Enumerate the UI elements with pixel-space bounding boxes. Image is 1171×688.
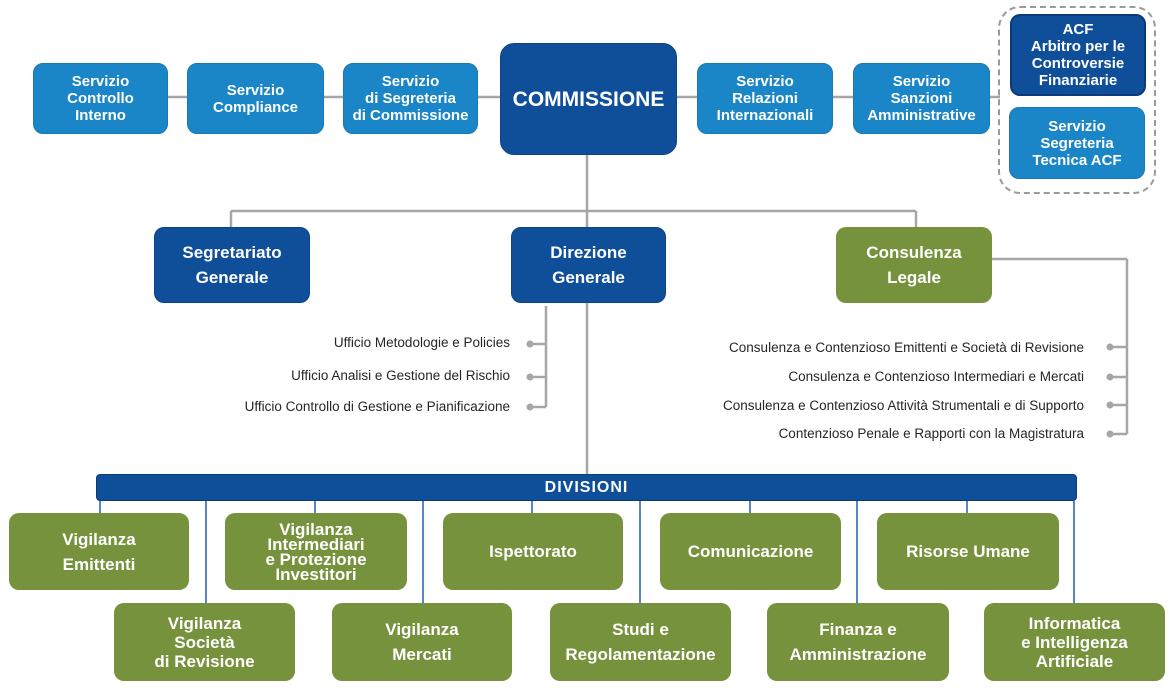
service-segreteria-commissione: Servizio di Segreteria di Commissione (343, 63, 478, 134)
office-metodologie: Ufficio Metodologie e Policies (333, 335, 510, 350)
service-segreteria-commissione-label: Servizio di Segreteria di Commissione (352, 73, 469, 124)
divisioni-bar: DIVISIONI (96, 474, 1077, 501)
division-risorse-umane: Risorse Umane (877, 513, 1059, 590)
division-vigilanza-emittenti: Vigilanza Emittenti (9, 513, 189, 590)
acf-secretariat-label: Servizio Segreteria Tecnica ACF (1032, 117, 1122, 169)
acf-label: ACF Arbitro per le Controversie Finanzia… (1030, 21, 1126, 89)
office-contenzioso-intermediari: Consulenza e Contenzioso Intermediari e … (788, 369, 1084, 384)
service-sanzioni-amministrative-label: Servizio Sanzioni Amministrative (867, 73, 976, 124)
service-compliance-label: Servizio Compliance (212, 81, 299, 116)
consulenza-legale-label: Consulenza Legale (866, 243, 962, 287)
service-relazioni-internazionali: Servizio Relazioni Internazionali (697, 63, 833, 134)
segretariato-generale-label: Segretariato Generale (182, 243, 282, 287)
division-vigilanza-societa-revisione: Vigilanza Società di Revisione (114, 603, 295, 681)
office-contenzioso-attivita: Consulenza e Contenzioso Attività Strume… (723, 398, 1084, 413)
division-ispettorato: Ispettorato (443, 513, 623, 590)
division-vigilanza-intermediari: Vigilanza Intermediari e Protezione Inve… (225, 513, 407, 590)
division-label: Ispettorato (489, 542, 577, 561)
division-vigilanza-mercati: Vigilanza Mercati (332, 603, 512, 681)
office-contenzioso-penale: Contenzioso Penale e Rapporti con la Mag… (778, 426, 1084, 441)
division-label: Finanza e Amministrazione (789, 620, 927, 664)
division-informatica-ia: Informatica e Intelligenza Artificiale (984, 603, 1165, 681)
segretariato-generale-box: Segretariato Generale (154, 227, 310, 303)
division-label: Comunicazione (687, 542, 814, 561)
division-studi-regolamentazione: Studi e Regolamentazione (550, 603, 731, 681)
commissione-label: COMMISSIONE (512, 87, 665, 111)
office-analisi-rischio: Ufficio Analisi e Gestione del Rischio (291, 368, 510, 383)
division-label: Vigilanza Mercati (385, 620, 459, 664)
consulenza-legale-box: Consulenza Legale (836, 227, 992, 303)
office-controllo-gestione: Ufficio Controllo di Gestione e Pianific… (244, 399, 510, 414)
acf-box: ACF Arbitro per le Controversie Finanzia… (1010, 14, 1146, 96)
direzione-generale-box: Direzione Generale (511, 227, 666, 303)
commissione-box: COMMISSIONE (500, 43, 677, 155)
office-contenzioso-emittenti: Consulenza e Contenzioso Emittenti e Soc… (729, 340, 1084, 355)
divisioni-label: DIVISIONI (544, 478, 629, 496)
division-label: Studi e Regolamentazione (565, 620, 716, 664)
division-label: Risorse Umane (906, 542, 1030, 561)
service-sanzioni-amministrative: Servizio Sanzioni Amministrative (853, 63, 990, 134)
division-label: Informatica e Intelligenza Artificiale (1021, 613, 1128, 671)
division-label: Vigilanza Società di Revisione (154, 613, 255, 671)
division-finanza-amministrazione: Finanza e Amministrazione (767, 603, 949, 681)
acf-secretariat-box: Servizio Segreteria Tecnica ACF (1009, 107, 1145, 179)
direzione-generale-label: Direzione Generale (550, 243, 627, 287)
service-compliance: Servizio Compliance (187, 63, 324, 134)
division-comunicazione: Comunicazione (660, 513, 841, 590)
service-relazioni-internazionali-label: Servizio Relazioni Internazionali (716, 73, 814, 124)
division-label: Vigilanza Intermediari e Protezione Inve… (265, 519, 367, 584)
service-controllo-interno: Servizio Controllo Interno (33, 63, 168, 134)
division-label: Vigilanza Emittenti (62, 529, 136, 574)
service-controllo-interno-label: Servizio Controllo Interno (67, 73, 134, 124)
acf-group-frame (998, 6, 1156, 194)
